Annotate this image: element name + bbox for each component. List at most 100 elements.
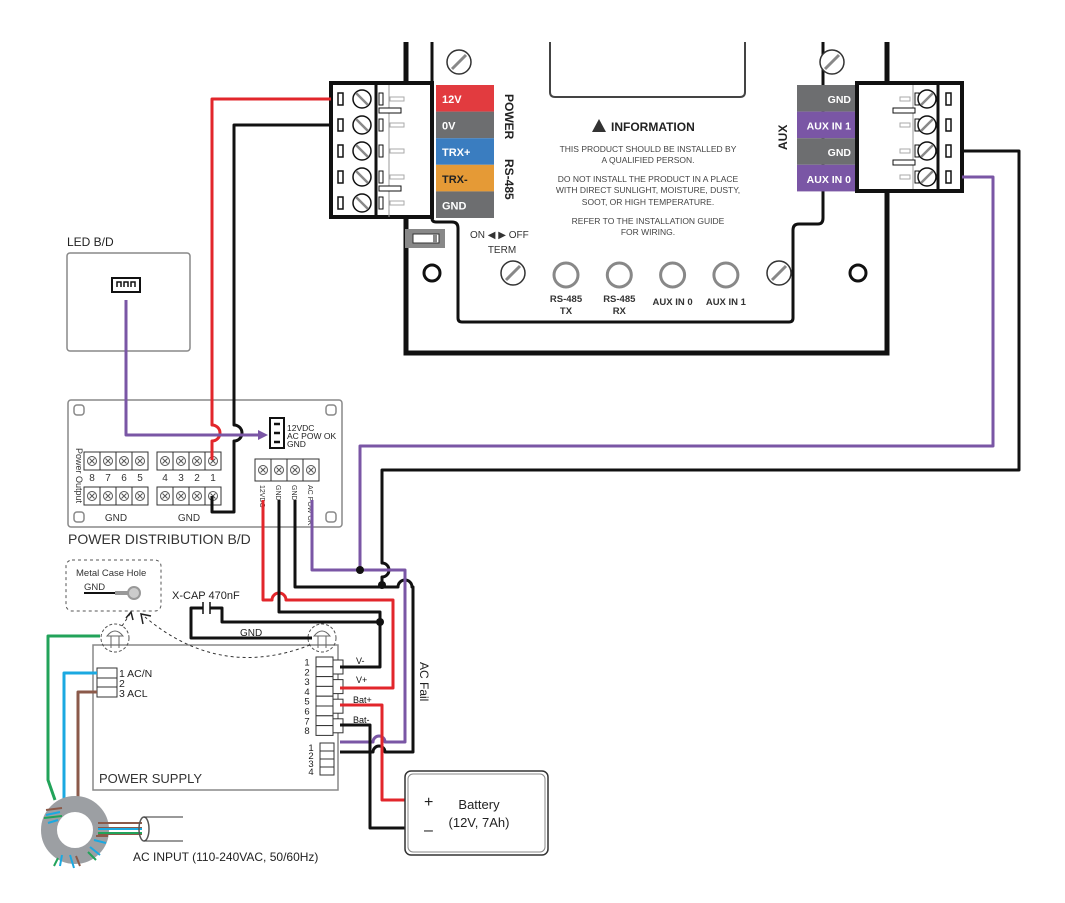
led-label: RX — [613, 306, 627, 317]
terminal-screw-icon[interactable] — [135, 491, 145, 501]
pd-terminal-label: GND — [274, 485, 281, 501]
info-title: INFORMATION — [611, 120, 695, 134]
output-number: 8 — [89, 473, 95, 484]
led-label: RS-485 — [550, 294, 583, 305]
term-label: TERM — [488, 245, 516, 256]
output-number: 1 — [210, 473, 216, 484]
terminal-screw-icon[interactable] — [160, 456, 170, 466]
ac-input-cable — [98, 816, 183, 842]
terminal-screw-icon[interactable] — [290, 465, 300, 475]
terminal-screw-icon[interactable] — [352, 193, 372, 213]
metal-case-title: Metal Case Hole — [76, 568, 146, 579]
info-line: SOOT, OR HIGH TEMPERATURE. — [582, 197, 714, 207]
terminal-screw-icon[interactable] — [352, 115, 372, 135]
input-label: 3 ACL — [119, 688, 148, 700]
aux-terminal-block — [855, 81, 964, 193]
terminal-screw-icon[interactable] — [135, 456, 145, 466]
battery-spec: (12V, 7Ah) — [449, 815, 510, 830]
terminal-screw-icon[interactable] — [103, 491, 113, 501]
earth-screw-icon — [307, 623, 337, 653]
wiring — [46, 97, 1021, 830]
earth-screw-icon — [100, 623, 130, 653]
input-label: 2 — [119, 678, 125, 690]
terminal-screw-icon[interactable] — [87, 491, 97, 501]
connector-label: GND — [287, 439, 306, 449]
aux-terminal-label-text: GND — [828, 147, 852, 159]
pin-number: 2 — [308, 751, 313, 762]
terminal-screw-icon[interactable] — [160, 491, 170, 501]
output-number: 6 — [121, 473, 127, 484]
output-number: 2 — [194, 473, 200, 484]
terminal-slot — [337, 170, 344, 184]
terminal-screw-icon[interactable] — [176, 456, 186, 466]
term-switch[interactable] — [405, 229, 445, 248]
terminal-label-trx — [436, 164, 494, 192]
terminal-slot — [337, 118, 344, 132]
terminal-slot — [337, 196, 344, 210]
terminal-screw-icon[interactable] — [917, 141, 937, 161]
battery: + – Battery (12V, 7Ah) — [404, 770, 549, 856]
terminal-label-text: TRX- — [442, 174, 468, 186]
pin-number: 7 — [304, 716, 309, 727]
mount-hole-icon — [422, 263, 442, 283]
xcap-gnd-label: GND — [240, 628, 262, 639]
power-output-label: Power Output — [74, 448, 84, 504]
ac-fail-label: AC Fail — [417, 662, 431, 701]
terminal-screw-icon[interactable] — [176, 491, 186, 501]
led-board: LED B/D — [66, 235, 191, 352]
connector-label: AC POW OK — [287, 431, 336, 441]
terminal-screw-icon[interactable] — [192, 456, 202, 466]
info-line: WITH DIRECT SUNLIGHT, MOISTURE, DUSTY, — [556, 185, 740, 195]
pin-number: 1 — [308, 743, 313, 754]
input-label: 1 AC/N — [119, 668, 152, 680]
terminal-screw-icon[interactable] — [917, 115, 937, 135]
terminal-screw-icon[interactable] — [352, 89, 372, 109]
terminal-label-12v — [436, 85, 494, 112]
terminal-screw-icon[interactable] — [917, 167, 937, 187]
pin-number: 3 — [304, 677, 309, 688]
output-label: Bat- — [353, 715, 370, 725]
info-line: A QUALIFIED PERSON. — [601, 155, 694, 165]
arrow-icon — [258, 430, 268, 440]
power-supply-title: POWER SUPPLY — [99, 771, 202, 786]
power-supply: POWER SUPPLY 1 AC/N 2 3 ACL 123456781234… — [92, 644, 431, 791]
power-distribution-title: POWER DISTRIBUTION B/D — [68, 531, 251, 547]
output-number: 3 — [178, 473, 184, 484]
term-switch-label: ON ◀ ▶ OFF — [470, 230, 529, 241]
terminal-label-gnd — [436, 191, 494, 218]
terminal-screw-icon[interactable] — [103, 456, 113, 466]
pin-number: 3 — [308, 759, 313, 770]
led-connector — [111, 277, 141, 293]
terminal-screw-icon[interactable] — [192, 491, 202, 501]
pd-terminal-label: AC POW OK — [306, 485, 313, 526]
mount-screw-icon — [819, 49, 845, 75]
terminal-screw-icon[interactable] — [119, 491, 129, 501]
terminal-label-text: 12V — [442, 94, 462, 106]
terminal-screw-icon[interactable] — [87, 456, 97, 466]
terminal-screw-icon[interactable] — [258, 465, 268, 475]
led-label: AUX IN 1 — [706, 297, 747, 308]
terminal-screw-icon[interactable] — [274, 465, 284, 475]
aux-terminal-label — [797, 138, 857, 165]
terminal-screw-icon[interactable] — [352, 141, 372, 161]
led-board-title: LED B/D — [67, 235, 114, 249]
info-line: DO NOT INSTALL THE PRODUCT IN A PLACE — [558, 174, 739, 184]
terminal-screw-icon[interactable] — [306, 465, 316, 475]
terminal-screw-icon[interactable] — [119, 456, 129, 466]
battery-plus: + — [424, 794, 433, 811]
aux-terminal-label — [797, 111, 857, 139]
aux-terminal-label-text: AUX IN 0 — [807, 174, 852, 186]
ferrite-toroid-icon — [41, 796, 109, 869]
capacitor-icon — [189, 602, 380, 640]
warning-icon — [592, 119, 606, 132]
info-line: FOR WIRING. — [621, 227, 675, 237]
terminal-screw-icon[interactable] — [352, 167, 372, 187]
output-number: 5 — [137, 473, 143, 484]
terminal-slot — [337, 144, 344, 158]
terminal-screw-icon[interactable] — [917, 89, 937, 109]
